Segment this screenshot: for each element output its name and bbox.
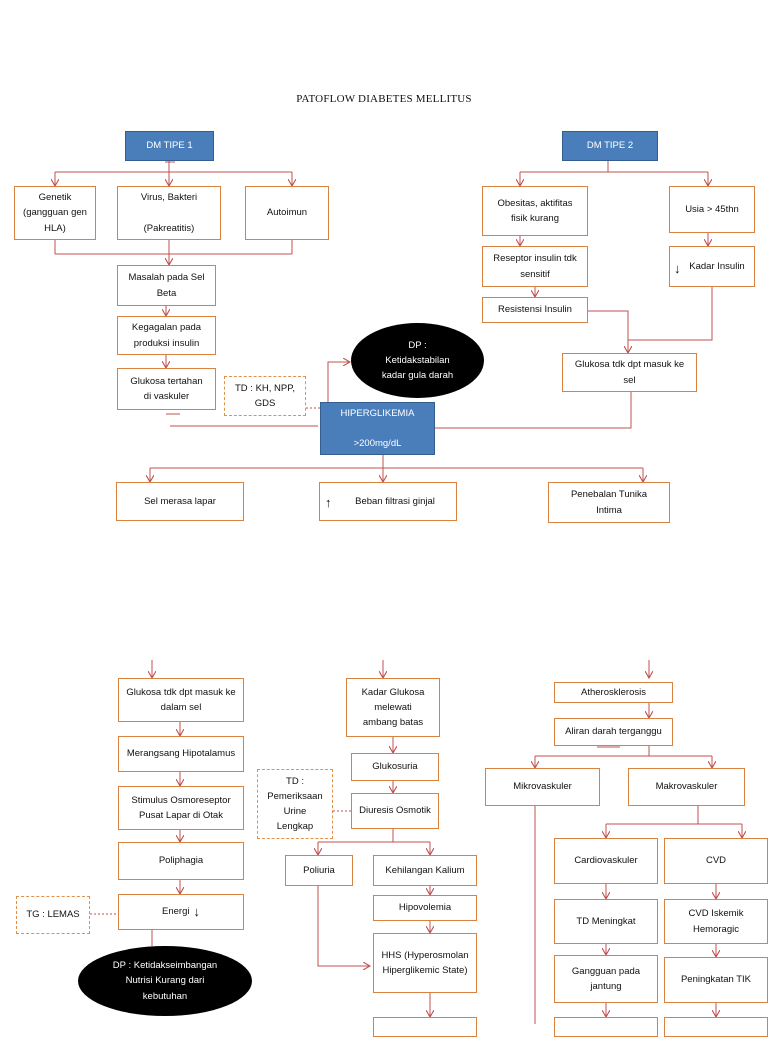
kadar-insulin-node: ↓ Kadar Insulin [669, 246, 755, 287]
page-title: PATOFLOW DIABETES MELLITUS [296, 93, 472, 105]
glukosa-tertahan-node: Glukosa tertahan di vaskuler [117, 368, 216, 410]
beban-filtrasi-ginjal-node: ↑ Beban filtrasi ginjal [319, 482, 457, 521]
atherosklerosis-node: Atherosklerosis [554, 682, 673, 703]
kehilangan-kalium-node: Kehilangan Kalium [373, 855, 477, 886]
dm-tipe-1-header: DM TIPE 1 [125, 131, 214, 161]
dp-ketidakstabilan-ellipse: DP : Ketidakstabilan kadar gula darah [351, 323, 484, 398]
virus-bakteri-node: Virus, Bakteri (Pakreatitis) [117, 186, 221, 240]
resistensi-insulin-node: Resistensi Insulin [482, 297, 588, 323]
cardiovaskuler-node: Cardiovaskuler [554, 838, 658, 884]
hiperglikemia-header: HIPERGLIKEMIA >200mg/dL [320, 402, 435, 455]
td-meningkat-node: TD Meningkat [554, 899, 658, 944]
kadar-insulin-label: Kadar Insulin [689, 260, 745, 272]
kegagalan-produksi-insulin-node: Kegagalan pada produksi insulin [117, 316, 216, 355]
obesitas-node: Obesitas, aktifitas fisik kurang [482, 186, 588, 236]
stimulus-osmoreseptor-node: Stimulus Osmoreseptor Pusat Lapar di Ota… [118, 786, 244, 830]
masalah-sel-beta-node: Masalah pada Sel Beta [117, 265, 216, 306]
sel-merasa-lapar-node: Sel merasa lapar [116, 482, 244, 521]
td-pemeriksaan-urine-note: TD : Pemeriksaan Urine Lengkap [257, 769, 333, 839]
dm-tipe-2-header: DM TIPE 2 [562, 131, 658, 161]
cvd-node: CVD [664, 838, 768, 884]
makrovaskuler-node: Makrovaskuler [628, 768, 745, 806]
beban-filtrasi-label: Beban filtrasi ginjal [355, 495, 435, 507]
down-arrow-icon: ↓ [674, 261, 681, 276]
mikrovaskuler-node: Mikrovaskuler [485, 768, 600, 806]
autoimun-node: Autoimun [245, 186, 329, 240]
diuresis-osmotik-node: Diuresis Osmotik [351, 793, 439, 829]
energi-node: Energi ↓ [118, 894, 244, 930]
kadar-glukosa-node: Kadar Glukosa melewati ambang batas [346, 678, 440, 737]
glukosa-dalam-sel-node: Glukosa tdk dpt masuk ke dalam sel [118, 678, 244, 722]
hipovolemia-node: Hipovolemia [373, 895, 477, 921]
tik-next-node [664, 1017, 768, 1037]
td-kh-npp-gds-note: TD : KH, NPP, GDS [224, 376, 306, 416]
glukosa-tdk-masuk-sel-node: Glukosa tdk dpt masuk ke sel [562, 353, 697, 392]
reseptor-insulin-node: Reseptor insulin tdk sensitif [482, 246, 588, 287]
merangsang-hipotalamus-node: Merangsang Hipotalamus [118, 736, 244, 772]
usia-node: Usia > 45thn [669, 186, 755, 233]
hhs-next-node [373, 1017, 477, 1037]
up-arrow-icon: ↑ [325, 495, 332, 510]
peningkatan-tik-node: Peningkatan TIK [664, 957, 768, 1003]
hhs-node: HHS (Hyperosmolan Hiperglikemic State) [373, 933, 477, 993]
poliuria-node: Poliuria [285, 855, 353, 886]
tg-lemas-note: TG : LEMAS [16, 896, 90, 934]
aliran-darah-node: Aliran darah terganggu [554, 718, 673, 746]
energi-label: Energi [162, 906, 190, 918]
glukosuria-node: Glukosuria [351, 753, 439, 781]
cvd-iskemik-node: CVD Iskemik Hemoragic [664, 899, 768, 944]
dp-nutrisi-ellipse: DP : Ketidakseimbangan Nutrisi Kurang da… [78, 946, 252, 1016]
jantung-next-node [554, 1017, 658, 1037]
penebalan-tunika-intima-node: Penebalan Tunika Intima [548, 482, 670, 523]
genetik-node: Genetik (gangguan gen HLA) [14, 186, 96, 240]
poliphagia-node: Poliphagia [118, 842, 244, 880]
down-arrow-icon: ↓ [193, 903, 200, 919]
gangguan-jantung-node: Gangguan pada jantung [554, 955, 658, 1003]
